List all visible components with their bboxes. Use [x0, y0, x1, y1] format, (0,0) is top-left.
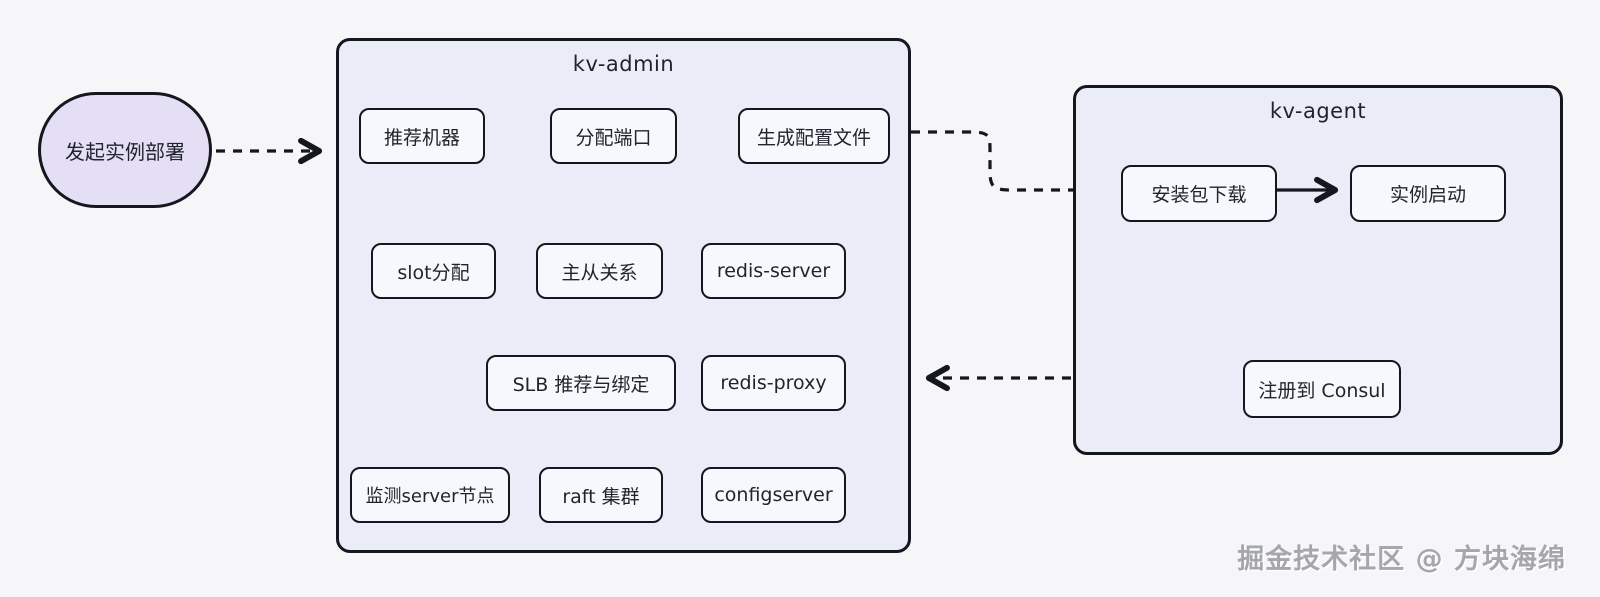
- node-label: 安装包下载: [1151, 184, 1247, 206]
- node-label: 分配端口: [575, 126, 652, 149]
- node-monitor-server: 监测server节点: [350, 467, 510, 523]
- kv-admin-title: kv-admin: [572, 52, 675, 76]
- kv-agent-container: kv-agent 安装包下载 实例启动 注册到 Consul: [1073, 85, 1563, 455]
- node-redis-server: redis-server: [701, 243, 846, 299]
- node-start-label: 发起实例部署: [65, 139, 185, 164]
- node-raft-cluster: raft 集群: [539, 467, 663, 523]
- node-label: SLB 推荐与绑定: [512, 373, 650, 396]
- node-generate-config: 生成配置文件: [738, 108, 890, 164]
- node-recommend-machine: 推荐机器: [359, 108, 485, 164]
- node-redis-proxy: redis-proxy: [701, 355, 846, 411]
- node-start-instance: 实例启动: [1350, 165, 1506, 222]
- dashed-arrow-kvadmin-to-kvagent: [911, 130, 1099, 204]
- node-label: 注册到 Consul: [1258, 379, 1386, 402]
- node-slot-allocation: slot分配: [371, 243, 496, 299]
- node-download-package: 安装包下载: [1121, 165, 1277, 222]
- node-label: raft 集群: [562, 485, 640, 508]
- node-allocate-port: 分配端口: [550, 108, 677, 164]
- node-label: 推荐机器: [383, 126, 460, 149]
- node-label: 实例启动: [1389, 184, 1466, 206]
- node-label: 监测server节点: [365, 486, 495, 507]
- node-slb-bind: SLB 推荐与绑定: [486, 355, 676, 411]
- node-register-consul: 注册到 Consul: [1243, 360, 1401, 418]
- node-configserver: configserver: [701, 467, 846, 523]
- node-label: configserver: [714, 484, 833, 506]
- watermark: 掘金技术社区 @ 方块海绵: [1237, 544, 1566, 575]
- node-start: 发起实例部署: [38, 92, 212, 208]
- node-label: 主从关系: [561, 261, 638, 284]
- node-label: slot分配: [397, 261, 470, 284]
- kv-admin-container: kv-admin 推荐机器 分配端口 生成配置文件 slot分配 主从关系 re…: [336, 38, 911, 553]
- kv-agent-title: kv-agent: [1269, 99, 1367, 123]
- node-master-slave: 主从关系: [536, 243, 663, 299]
- node-label: redis-server: [716, 260, 831, 282]
- node-label: 生成配置文件: [756, 126, 871, 149]
- node-label: redis-proxy: [720, 372, 827, 394]
